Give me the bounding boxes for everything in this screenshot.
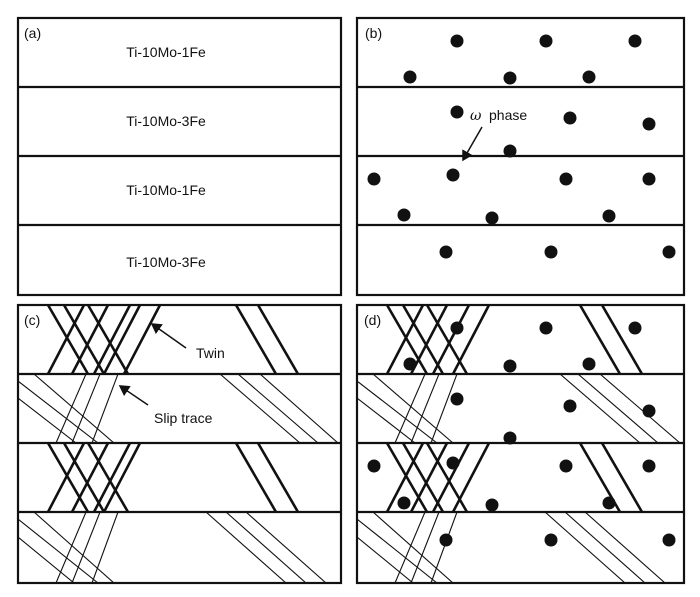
slip-trace-label: Slip trace [154, 410, 213, 426]
panel-a-label: (a) [24, 25, 41, 41]
omega-particle [397, 496, 411, 510]
omega-particle [563, 111, 577, 125]
omega-phase-label: phase [489, 107, 527, 123]
omega-particle [503, 359, 517, 373]
omega-particle [628, 321, 642, 335]
omega-particle [582, 357, 596, 371]
panel-a: (a) Ti-10Mo-1Fe Ti-10Mo-3Fe Ti-10Mo-1Fe … [16, 16, 343, 297]
omega-particle [503, 431, 517, 445]
omega-particle [439, 533, 453, 547]
omega-particle [403, 70, 417, 84]
omega-particle [642, 117, 656, 131]
omega-particles-d [367, 321, 676, 547]
omega-particle [642, 459, 656, 473]
omega-particle [485, 498, 499, 512]
twin-arrow [150, 323, 187, 349]
layer-3-label: Ti-10Mo-1Fe [126, 182, 206, 198]
omega-particle [367, 172, 381, 186]
slip-trace-arrow [118, 385, 149, 406]
slip-lines-layer-2 [18, 374, 339, 443]
omega-particle [662, 533, 676, 547]
panel-d-label-bg [361, 310, 387, 328]
omega-particle [559, 172, 573, 186]
omega-particle [544, 533, 558, 547]
omega-particle [397, 208, 411, 222]
twin-label: Twin [196, 345, 225, 361]
omega-particle [642, 404, 656, 418]
panel-d: (d) [355, 303, 686, 585]
omega-particle [450, 34, 464, 48]
panel-b: (b) ω phase [355, 16, 686, 297]
omega-particle [628, 34, 642, 48]
omega-symbol: ω [470, 108, 482, 124]
twin-lines-d-layer-3 [385, 443, 644, 512]
omega-particle [602, 209, 616, 223]
panel-c-label: (c) [24, 312, 40, 328]
panel-b-label: (b) [365, 25, 382, 41]
omega-particle [485, 211, 499, 225]
layer-1-label: Ti-10Mo-1Fe [126, 44, 206, 60]
omega-particle [539, 321, 553, 335]
omega-particle [403, 357, 417, 371]
panel-c: (c) Twin Slip trace [16, 303, 343, 585]
omega-particle [539, 34, 553, 48]
omega-particle [503, 71, 517, 85]
omega-particle [582, 70, 596, 84]
omega-particle [544, 245, 558, 259]
omega-particle [559, 459, 573, 473]
omega-particle [503, 144, 517, 158]
omega-particle [662, 245, 676, 259]
omega-particle [450, 392, 464, 406]
omega-particle [642, 172, 656, 186]
omega-particle [446, 168, 460, 182]
panel-d-label: (d) [364, 312, 381, 328]
omega-particle [450, 105, 464, 119]
omega-particle [446, 456, 460, 470]
slip-lines-d-layer-4 [357, 512, 666, 583]
omega-particle [450, 321, 464, 335]
omega-particle [439, 245, 453, 259]
twin-lines-d-layer-1 [385, 305, 644, 374]
slip-lines-layer-4 [18, 512, 327, 583]
omega-particles-b [367, 34, 676, 259]
omega-arrow [462, 126, 483, 162]
slip-lines-d-layer-2 [357, 374, 681, 443]
layer-4-label: Ti-10Mo-3Fe [126, 254, 206, 270]
layer-2-label: Ti-10Mo-3Fe [126, 113, 206, 129]
twin-lines-layer-1 [46, 305, 300, 374]
omega-particle [563, 399, 577, 413]
omega-particle [367, 459, 381, 473]
twin-lines-layer-3 [46, 443, 300, 512]
panel-c-label-bg [21, 310, 47, 328]
omega-particle [602, 496, 616, 510]
